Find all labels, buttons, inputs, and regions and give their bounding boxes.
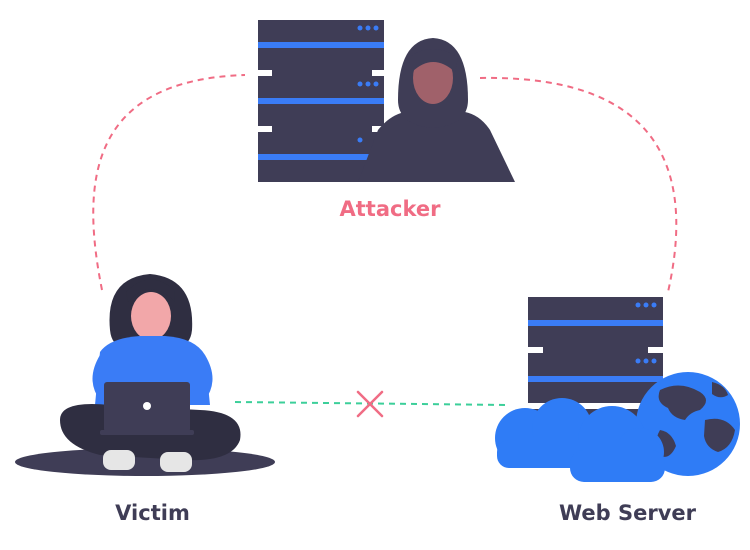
- victim-attacker-link: [92, 74, 246, 291]
- cloud-icon: [495, 398, 665, 482]
- web-server-label: Web Server: [558, 501, 696, 525]
- hooded-hacker-icon: [358, 38, 515, 182]
- cross-icon: [356, 390, 384, 418]
- attacker-label: Attacker: [339, 197, 441, 221]
- victim-server-link: [234, 401, 511, 406]
- attacker-server-rack-icon: [258, 20, 384, 182]
- attacker-server-link: [479, 76, 678, 293]
- victim-label: Victim: [115, 501, 190, 525]
- person-with-laptop-icon: [15, 274, 275, 476]
